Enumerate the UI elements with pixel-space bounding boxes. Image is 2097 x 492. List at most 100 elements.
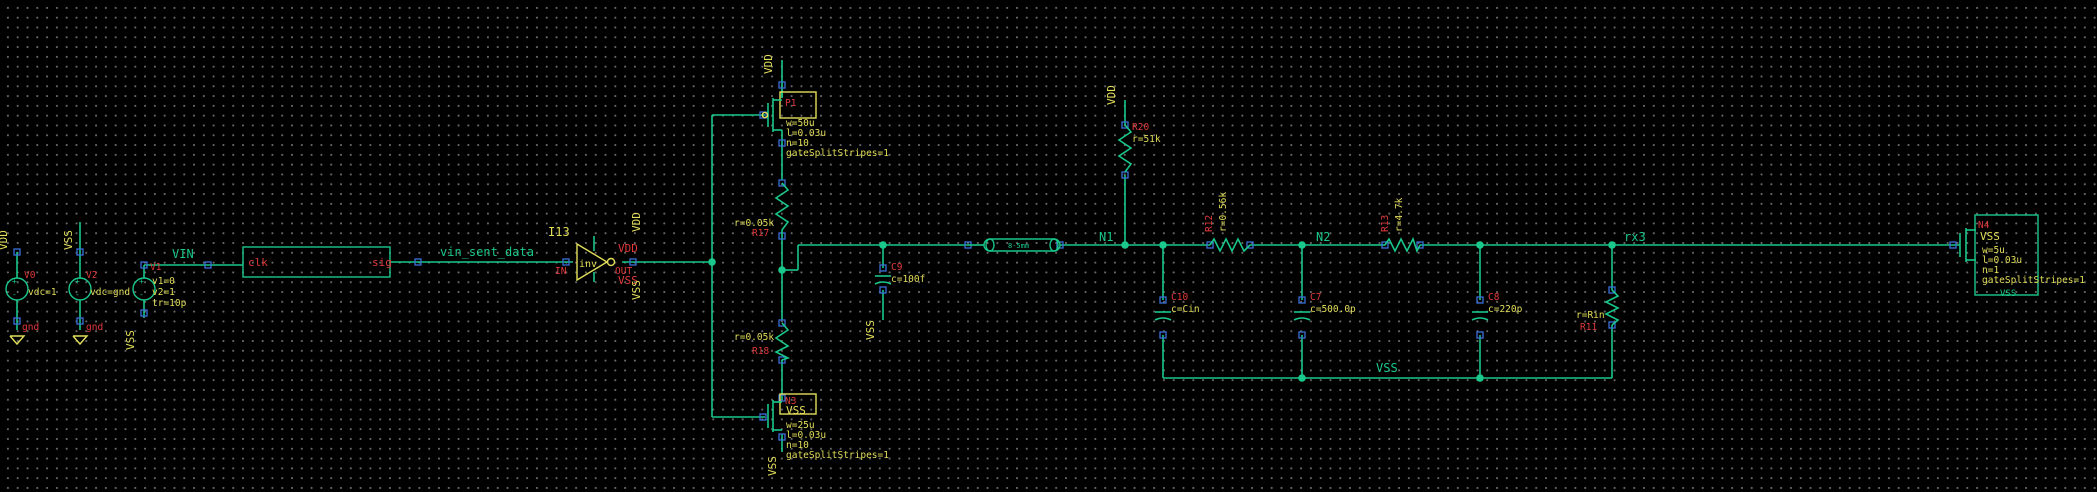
source-v2[interactable]: + - VSS V2 vdc=gnd gnd: [62, 230, 130, 346]
svg-text:+: +: [12, 277, 17, 286]
svg-text:R13: R13: [1380, 215, 1391, 232]
source-v0[interactable]: + - VDD V0 vdc=1 gnd: [0, 230, 57, 346]
svg-text:VSS: VSS: [864, 320, 877, 340]
svg-text:VDD: VDD: [1105, 85, 1118, 105]
svg-text:gateSplitStripes=1: gateSplitStripes=1: [1982, 275, 2085, 286]
svg-text:l=0.03u: l=0.03u: [786, 430, 826, 441]
svg-text:w=5u: w=5u: [1982, 245, 2005, 256]
capacitor-c9[interactable]: C9 c=100f VSS: [864, 262, 925, 340]
svg-text:l=0.03u: l=0.03u: [1982, 255, 2022, 266]
svg-text:n=10: n=10: [786, 138, 809, 149]
svg-text:C10: C10: [1171, 292, 1188, 303]
transmission-line[interactable]: 8-5mm: [983, 238, 1061, 252]
svg-text:R20: R20: [1132, 122, 1149, 133]
svg-text:VSS: VSS: [630, 280, 643, 300]
svg-text:n=1: n=1: [1982, 265, 1999, 276]
svg-text:VSS: VSS: [1980, 230, 2000, 243]
svg-text:VSS: VSS: [618, 274, 638, 287]
svg-text:OUT: OUT: [615, 266, 632, 277]
capacitor-c8[interactable]: C8 c=220p: [1471, 292, 1523, 321]
junctions: [708, 241, 1616, 382]
svg-text:C9: C9: [891, 262, 903, 273]
svg-text:R12: R12: [1204, 215, 1215, 232]
svg-text:clk: clk: [248, 256, 268, 269]
nmos-n4[interactable]: N4 VSS w=5u l=0.03u n=1 gateSplitStripes…: [1959, 214, 2085, 299]
svg-text:v2=1: v2=1: [152, 287, 175, 298]
svg-text:N3: N3: [785, 396, 796, 407]
svg-text:8-5mm: 8-5mm: [1008, 242, 1029, 250]
svg-text:tr=10p: tr=10p: [152, 298, 187, 309]
svg-text:r=0.05k: r=0.05k: [734, 332, 774, 343]
svg-text:vdc=gnd: vdc=gnd: [90, 287, 130, 298]
wires: [16, 60, 1960, 452]
net-vin: VIN: [172, 247, 194, 261]
net-n2: N2: [1316, 230, 1330, 244]
svg-text:gnd: gnd: [86, 322, 103, 333]
svg-text:v1=0: v1=0: [152, 276, 175, 287]
svg-text:n=10: n=10: [786, 440, 809, 451]
svg-text:I13: I13: [548, 225, 570, 239]
resistor-r18[interactable]: r=0.05k R18: [734, 322, 791, 361]
svg-text:gnd: gnd: [22, 322, 39, 333]
resistor-r17[interactable]: r=0.05k R17: [734, 182, 790, 239]
svg-text:V2: V2: [86, 270, 97, 281]
svg-text:R18: R18: [752, 346, 769, 357]
svg-text:V0: V0: [24, 270, 36, 281]
svg-text:w=50u: w=50u: [786, 118, 815, 129]
inverter-i13[interactable]: I13 inv IN OUT VDD VSS VDD VSS: [548, 212, 643, 300]
svg-text:VSS: VSS: [62, 230, 75, 250]
svg-text:r=0.05k: r=0.05k: [734, 218, 774, 229]
svg-text:vdc=1: vdc=1: [28, 287, 57, 298]
svg-text:IN: IN: [555, 266, 567, 277]
svg-text:+: +: [75, 277, 80, 286]
svg-text:-: -: [12, 290, 17, 299]
pins: [13, 81, 1957, 441]
svg-text:c=100f: c=100f: [891, 274, 925, 285]
svg-text:C7: C7: [1310, 292, 1321, 303]
capacitor-c10[interactable]: C10 c=Cin: [1154, 292, 1200, 321]
svg-text:r=4.7k: r=4.7k: [1394, 197, 1405, 232]
svg-text:P1: P1: [785, 98, 797, 109]
net-vss: VSS: [1376, 361, 1398, 375]
svg-text:gateSplitStripes=1: gateSplitStripes=1: [786, 148, 889, 159]
resistor-r11[interactable]: r=Rin R11: [1576, 289, 1620, 333]
svg-text:+: +: [139, 277, 144, 286]
svg-text:c=220p: c=220p: [1488, 304, 1523, 315]
svg-text:V1: V1: [150, 262, 162, 273]
svg-text:R17: R17: [752, 228, 769, 239]
svg-text:c=Cin: c=Cin: [1171, 304, 1200, 315]
clk-sig-block[interactable]: clk sig: [242, 246, 392, 278]
svg-text:-: -: [75, 290, 80, 299]
svg-text:w=25u: w=25u: [786, 420, 815, 431]
svg-text:VDD: VDD: [630, 212, 643, 232]
svg-text:-: -: [139, 290, 144, 299]
source-v1[interactable]: + - V1 v1=0 v2=1 tr=10p VSS: [124, 262, 187, 350]
svg-text:gateSplitStripes=1: gateSplitStripes=1: [786, 450, 889, 461]
svg-text:r=0.56k: r=0.56k: [1218, 192, 1229, 232]
svg-text:VSS: VSS: [2000, 289, 2016, 299]
net-n1: N1: [1099, 230, 1113, 244]
svg-text:VDD: VDD: [762, 54, 775, 74]
svg-text:sig: sig: [372, 256, 392, 269]
svg-text:C8: C8: [1488, 292, 1500, 303]
svg-text:r=51k: r=51k: [1132, 134, 1161, 145]
nmos-n3[interactable]: N3 VSS w=25u l=0.03u n=10 gateSplitStrip…: [766, 393, 889, 476]
resistor-r12[interactable]: R12 r=0.56k: [1204, 192, 1251, 253]
svg-text:N4: N4: [1978, 220, 1990, 231]
svg-text:inv: inv: [579, 259, 597, 270]
net-vin-sent-data: vin_sent_data: [440, 245, 534, 259]
capacitor-c7[interactable]: C7 c=500.0p: [1293, 292, 1356, 321]
svg-text:VSS: VSS: [124, 330, 137, 350]
svg-text:VSS: VSS: [786, 404, 806, 417]
resistor-r13[interactable]: R13 r=4.7k: [1380, 197, 1421, 254]
svg-text:c=500.0p: c=500.0p: [1310, 304, 1356, 315]
svg-text:R11: R11: [1580, 322, 1597, 333]
pmos-p1[interactable]: P1 VDD w=50u l=0.03u n=10 gateSplitStrip…: [761, 54, 889, 159]
svg-text:r=Rin: r=Rin: [1576, 310, 1605, 321]
net-rx3: rx3: [1624, 230, 1646, 244]
resistor-r20[interactable]: VDD R20 r=51k: [1105, 85, 1161, 173]
svg-text:VSS: VSS: [766, 456, 779, 476]
svg-text:VDD: VDD: [0, 230, 10, 250]
